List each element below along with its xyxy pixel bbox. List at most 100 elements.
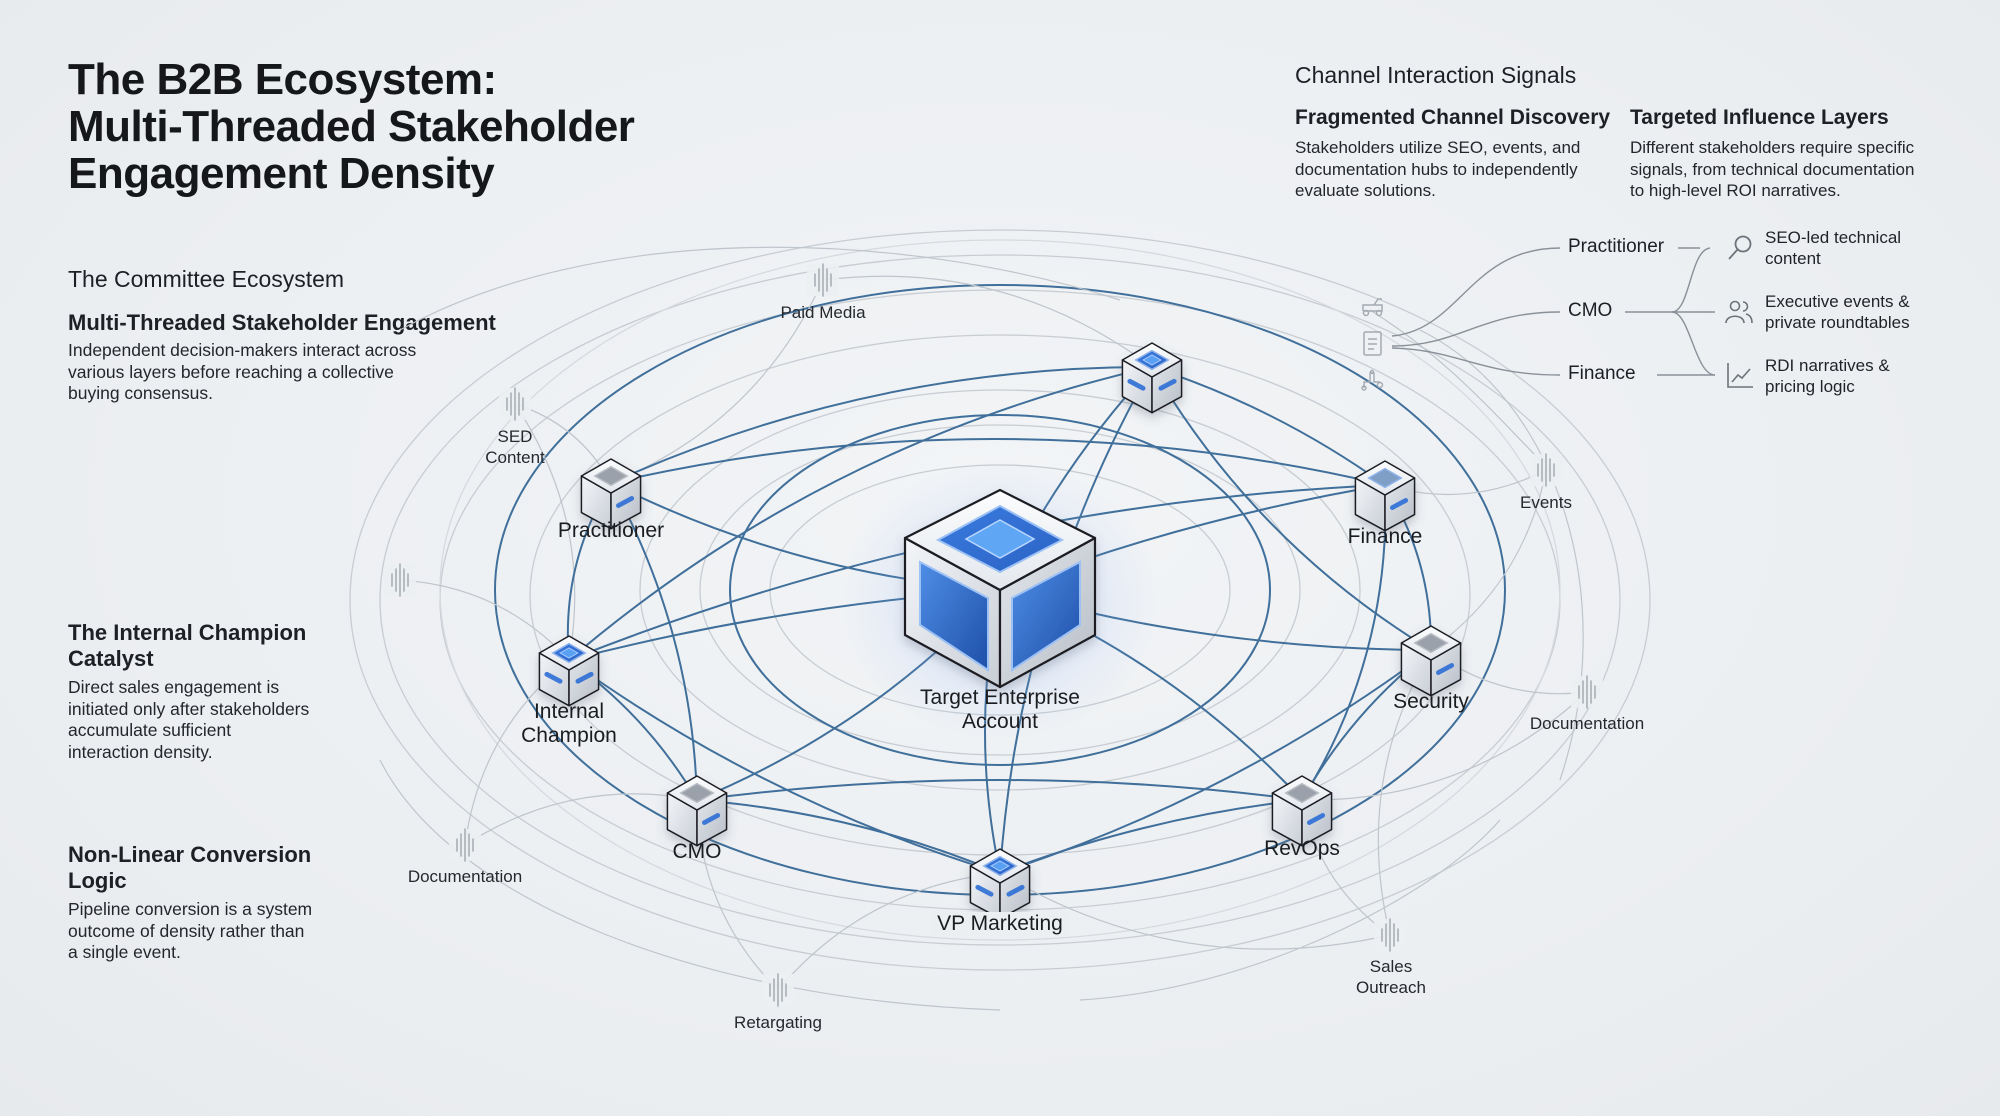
people-icon (1725, 300, 1753, 324)
connection-line (610, 365, 1153, 484)
orbit-ring (439, 239, 1561, 941)
signal-link (399, 579, 570, 661)
tree-role-finance: Finance (1568, 363, 1636, 384)
signal-label-paid-media: Paid Media (780, 303, 866, 322)
body-line: a single event. (68, 942, 181, 962)
body-line: interaction density. (68, 741, 213, 762)
title-line: Multi-Threaded Stakeholder (68, 102, 635, 151)
node-vp-marketing (969, 848, 1031, 920)
heading-line: Non-Linear Conversion (68, 842, 312, 867)
signal-marker-paid-media (807, 263, 839, 297)
connection-line (696, 799, 1001, 874)
node-label-cmo: CMO (672, 840, 722, 863)
tree-line (1391, 347, 1561, 376)
tree-line (1391, 311, 1561, 347)
signal-link (1301, 691, 1588, 801)
signal-label-sales-outreach: Sales Outreach (1356, 956, 1426, 998)
body-line: Different stakeholders require specific (1630, 138, 1915, 157)
body-line: Stakeholders utilize SEO, events, and (1295, 138, 1581, 157)
title-line: The B2B Ecosystem: (68, 55, 497, 104)
connection-line (610, 438, 1386, 486)
center-node-label: Target Enterprise Account (920, 686, 1080, 734)
outcome-line: private roundtables (1765, 313, 1910, 332)
body-line: various layers before reaching a collect… (68, 361, 394, 382)
signal-label-sed-content: SED Content (485, 426, 545, 468)
stakeholder-ring (729, 414, 1271, 766)
node-top (1121, 342, 1183, 414)
signal-label-documentation-right: Documentation (1529, 714, 1645, 733)
body-line: accumulate sufficient (68, 720, 232, 740)
channel-signals (384, 263, 1603, 1007)
connection-line (568, 659, 1001, 874)
node-label-finance: Finance (1347, 525, 1423, 548)
committee-heading: Multi-Threaded Stakeholder Engagement (68, 310, 496, 335)
search-icon (1728, 235, 1752, 260)
outcome-line: SEO-led technical (1765, 228, 1902, 247)
node-cmo (666, 775, 728, 847)
label-line: Content (485, 448, 545, 467)
signal-link (514, 403, 576, 661)
conversion-heading: Non-Linear Conversion Logic (68, 842, 311, 894)
heading-line: Logic (68, 868, 127, 893)
signal-link (1079, 819, 1501, 1001)
body-line: buying consensus. (68, 383, 213, 403)
connection-line (999, 799, 1303, 874)
node-label-internal-champion: Internal Champion (521, 700, 617, 748)
label-line: Outreach (1356, 978, 1426, 997)
tree-outcome-events: Executive events & private roundtables (1765, 291, 1910, 333)
node-label-revops: RevOps (1264, 837, 1340, 860)
body-line: to high-level ROI narratives. (1630, 181, 1841, 200)
body-line: Direct sales engagement is (68, 677, 280, 697)
label-line: SED (497, 427, 533, 446)
signal-marker-documentation-left (449, 828, 481, 862)
signal-label-documentation-left: Documentation (407, 867, 523, 886)
body-line: documentation hubs to independently (1295, 159, 1578, 179)
signal-marker-sed-content (499, 387, 531, 421)
node-label-practitioner: Practitioner (557, 519, 665, 542)
body-line: signals, from technical documentation (1630, 159, 1915, 179)
signal-link (1369, 309, 1541, 461)
outcome-line: pricing logic (1765, 377, 1855, 396)
label-line: Sales (1369, 957, 1413, 976)
node-security (1400, 625, 1462, 697)
workflow-icon (1361, 369, 1384, 391)
signal-marker-documentation-right (1571, 675, 1603, 709)
label-line: Target Enterprise (920, 686, 1080, 709)
label-line: Champion (521, 724, 617, 747)
body-line: Independent decision-makers interact acr… (68, 340, 417, 360)
body-line: outcome of density rather than (68, 920, 305, 941)
influence-heading: Targeted Influence Layers (1630, 106, 1889, 129)
heading-line: Catalyst (68, 646, 154, 671)
node-practitioner (580, 458, 642, 530)
champion-heading: The Internal Champion Catalyst (68, 620, 306, 672)
label-line: Internal (533, 700, 605, 723)
connection-line (696, 779, 1303, 801)
node-internal-champion (538, 635, 600, 707)
line-chart-icon (1727, 363, 1753, 388)
tree-outcome-seo: SEO-led technical content (1765, 227, 1901, 269)
champion-body: Direct sales engagement is initiated onl… (68, 677, 309, 763)
stakeholder-nodes (538, 342, 1462, 920)
tree-line (1671, 311, 1716, 376)
outcome-line: content (1765, 249, 1821, 268)
signal-link (777, 872, 1001, 991)
signal-link (399, 246, 1121, 331)
influence-body: Different stakeholders require specific … (1630, 137, 1914, 202)
signal-link (379, 759, 1001, 1011)
tree-outcome-roi: RDI narratives & pricing logic (1765, 355, 1890, 397)
outcome-line: RDI narratives & (1765, 356, 1890, 375)
label-line: Account (962, 710, 1038, 733)
signal-link (822, 275, 1153, 368)
signal-marker-retargating (762, 973, 794, 1007)
signal-marker-events (1530, 453, 1562, 487)
signal-link (464, 793, 698, 846)
node-label-vp-marketing: VP Marketing (931, 912, 1069, 936)
heading-line: The Internal Champion (68, 620, 307, 645)
node-label-security: Security (1393, 690, 1469, 713)
discovery-body: Stakeholders utilize SEO, events, and do… (1295, 137, 1580, 202)
signal-marker-unlabeled-left (384, 563, 416, 597)
signal-link (1430, 469, 1547, 651)
tree-role-practitioner: Practitioner (1568, 236, 1665, 257)
signal-label-events: Events (1520, 493, 1572, 512)
